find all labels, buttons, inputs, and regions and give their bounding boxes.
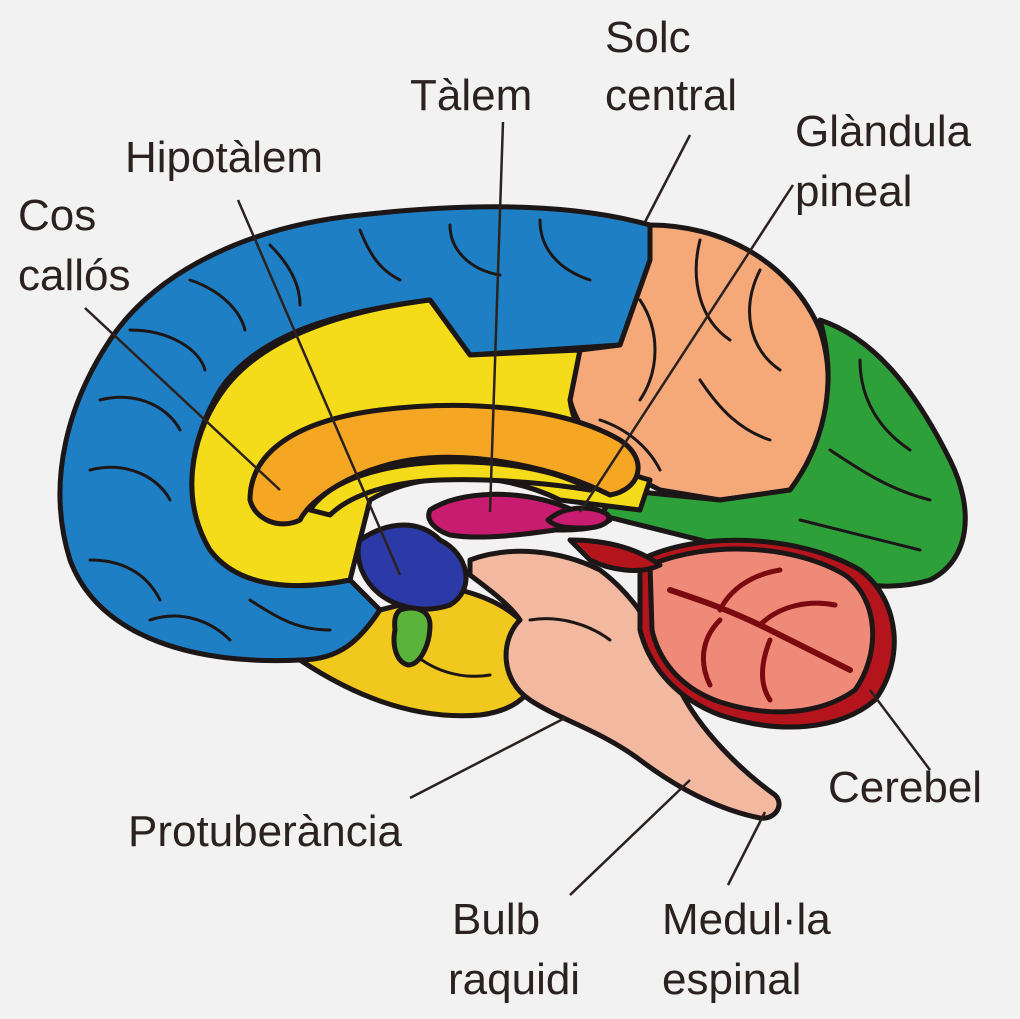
label-talem: Tàlem [410,66,532,126]
pineal-gland [548,508,609,528]
label-protuberancia: Protuberància [128,802,402,862]
label-glandula-pineal-line2: pineal [795,162,912,222]
label-medulla-espinal-line2: espinal [662,950,801,1010]
label-cos-callos-line1: Cos [18,186,96,246]
label-solc-central-line1: Solc [605,8,691,68]
label-cerebel: Cerebel [828,758,982,818]
label-solc-central-line2: central [605,66,737,126]
hypothalamus [358,525,466,609]
leader-protuberancia [410,718,565,798]
label-bulb-raquidi-line1: Bulb [452,890,540,950]
label-medulla-espinal-line1: Medul·la [662,890,831,950]
leader-bulb-raquidi [570,780,690,895]
leader-solc-central [645,135,690,222]
label-cos-callos-line2: callós [18,246,131,306]
label-glandula-pineal-line1: Glàndula [795,102,971,162]
label-hipotalem: Hipotàlem [125,128,323,188]
leader-medulla-espinal [728,812,765,885]
label-bulb-raquidi-line2: raquidi [448,950,580,1010]
